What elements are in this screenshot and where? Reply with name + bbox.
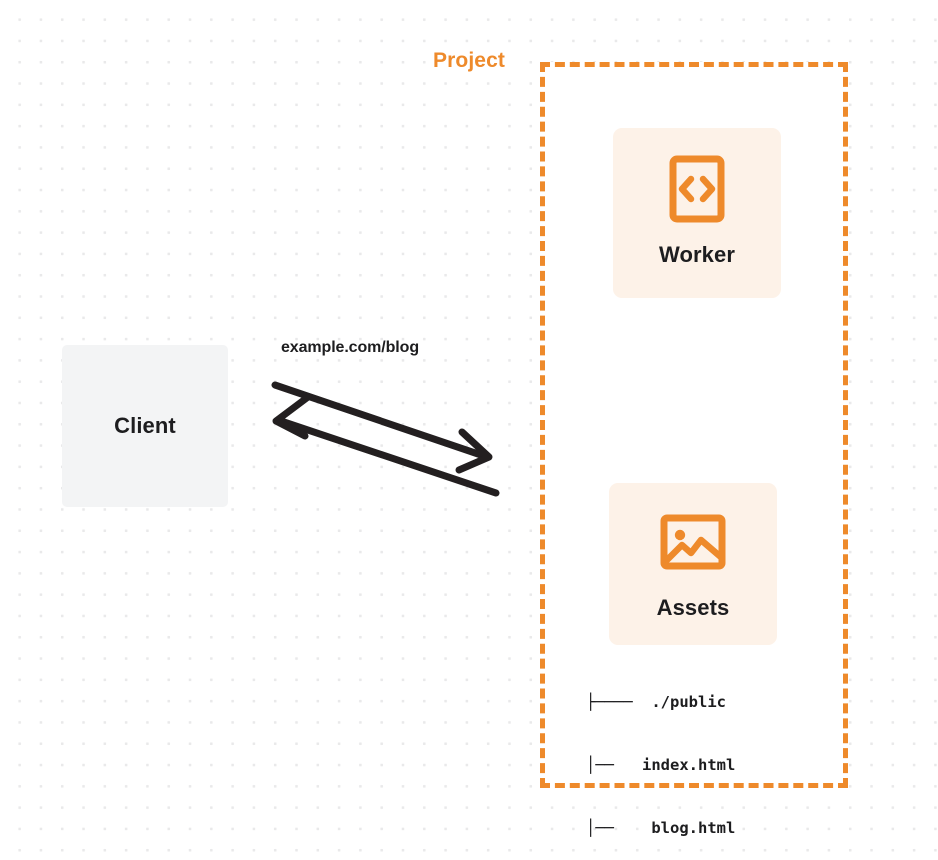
arrow-request-to-project <box>271 381 493 474</box>
arrow-response-to-client <box>272 393 500 497</box>
project-title: Project <box>426 49 512 73</box>
client-label: Client <box>114 413 176 438</box>
client-node[interactable]: Client <box>62 345 228 507</box>
assets-label: Assets <box>656 595 730 620</box>
assets-file-tree: ├──── ./public │── index.html │── blog.h… <box>586 650 735 860</box>
edge-label-request-url: example.com/blog <box>281 339 419 356</box>
code-brackets-icon <box>664 155 730 223</box>
image-icon <box>657 511 729 573</box>
file-tree-row: │── blog.html <box>586 819 736 837</box>
worker-label: Worker <box>659 242 735 267</box>
worker-node[interactable]: Worker <box>613 128 781 298</box>
assets-node[interactable]: Assets <box>609 483 777 645</box>
file-tree-row: ├──── ./public <box>586 693 726 711</box>
file-tree-row: │── index.html <box>586 756 736 774</box>
